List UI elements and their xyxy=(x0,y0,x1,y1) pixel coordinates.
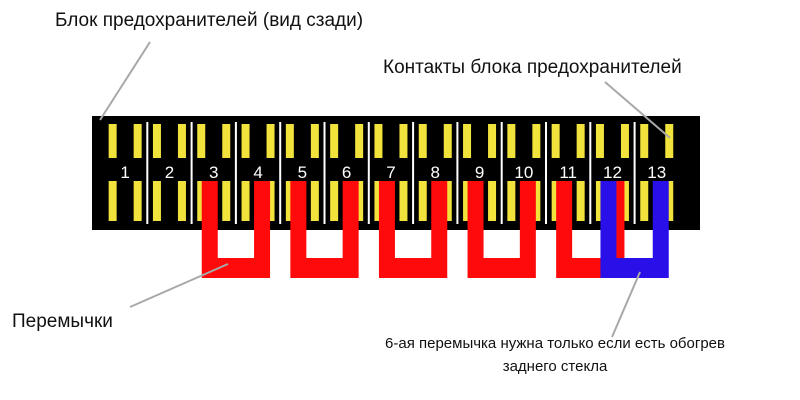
contact-pin-top xyxy=(266,124,275,158)
contact-pin-top xyxy=(330,124,339,158)
contact-pin-top xyxy=(640,124,649,158)
slot-divider xyxy=(412,122,415,224)
contact-pin-top xyxy=(488,124,497,158)
contact-pin-bottom xyxy=(374,181,383,221)
contact-pin-bottom xyxy=(488,181,497,221)
title-leader-line xyxy=(99,41,151,121)
jumpers-label: Перемычки xyxy=(12,311,113,332)
contact-pin-bottom xyxy=(399,181,408,221)
fuse-number-11: 11 xyxy=(559,163,577,182)
slot-divider xyxy=(367,122,370,224)
contact-pin-bottom xyxy=(532,181,541,221)
fuse-number-8: 8 xyxy=(431,163,440,182)
jumper-9-10 xyxy=(467,181,536,278)
contact-pin-bottom xyxy=(133,181,142,221)
fuse-dividers xyxy=(146,122,636,224)
contact-pin-bottom xyxy=(418,181,427,221)
contact-pin-bottom xyxy=(665,181,674,221)
contact-pin-bottom xyxy=(576,181,585,221)
jumpers-group xyxy=(201,181,669,278)
contact-pin-top xyxy=(177,124,186,158)
note-leader-line xyxy=(611,271,641,338)
slot-divider xyxy=(234,122,237,224)
slot-divider xyxy=(456,122,459,224)
fuse-number-1: 1 xyxy=(120,163,129,182)
contact-pin-bottom xyxy=(285,181,294,221)
fuse-contacts xyxy=(108,124,674,221)
contact-pin-top xyxy=(133,124,142,158)
fuse-number-12: 12 xyxy=(603,163,622,182)
contact-pin-top xyxy=(665,124,674,158)
jumper-5-6 xyxy=(290,181,359,278)
fuse-number-9: 9 xyxy=(475,163,484,182)
fuse-number-10: 10 xyxy=(514,163,533,182)
contact-pin-top xyxy=(310,124,319,158)
fuse-number-7: 7 xyxy=(386,163,395,182)
contacts-label: Контакты блока предохранителей xyxy=(383,57,682,78)
contacts-leader-line xyxy=(604,81,671,139)
slot-divider xyxy=(500,122,503,224)
contact-pin-top xyxy=(576,124,585,158)
slot-divider xyxy=(545,122,547,224)
note-line-2: заднего стекла xyxy=(503,358,608,375)
contact-pin-top xyxy=(222,124,231,158)
contact-pin-bottom xyxy=(355,181,364,221)
slot-divider xyxy=(146,122,149,224)
contact-pin-bottom xyxy=(241,181,250,221)
contact-pin-top xyxy=(463,124,472,158)
contact-pin-top xyxy=(374,124,383,158)
contact-pin-bottom xyxy=(310,181,319,221)
contact-pin-bottom xyxy=(222,181,231,221)
slot-divider xyxy=(633,122,636,224)
slot-divider xyxy=(190,122,193,224)
contact-pin-bottom xyxy=(640,181,649,221)
note-line-1: 6-ая перемычка нужна только если есть об… xyxy=(385,335,725,352)
contact-pin-bottom xyxy=(177,181,186,221)
contact-pin-bottom xyxy=(620,181,629,221)
contact-pin-top xyxy=(197,124,206,158)
contact-pin-bottom xyxy=(443,181,452,221)
contact-pin-bottom xyxy=(551,181,560,221)
contact-pin-top xyxy=(507,124,516,158)
contact-pin-bottom xyxy=(330,181,339,221)
contact-pin-top xyxy=(355,124,364,158)
contact-pin-top xyxy=(532,124,541,158)
contact-pin-bottom xyxy=(197,181,206,221)
contact-pin-top xyxy=(241,124,250,158)
jumper-7-8 xyxy=(378,181,448,278)
fuse-number-5: 5 xyxy=(298,163,307,182)
jumper-3-4 xyxy=(201,181,271,278)
contact-pin-top xyxy=(443,124,452,158)
contact-pin-top xyxy=(152,124,161,158)
fuse-number-4: 4 xyxy=(253,163,262,182)
contact-pin-bottom xyxy=(463,181,472,221)
contact-pin-top xyxy=(595,124,604,158)
contact-pin-top xyxy=(399,124,408,158)
slot-divider xyxy=(589,122,592,224)
diagram-title: Блок предохранителей (вид сзади) xyxy=(55,10,363,31)
contact-pin-bottom xyxy=(507,181,516,221)
contact-pin-top xyxy=(418,124,427,158)
slot-divider xyxy=(279,122,282,224)
fuse-number-13: 13 xyxy=(647,163,666,182)
fuse-number-6: 6 xyxy=(342,163,351,182)
slot-divider xyxy=(323,122,326,224)
contact-pin-top xyxy=(108,124,117,158)
fuse-number-3: 3 xyxy=(209,163,218,182)
contact-pin-top xyxy=(551,124,560,158)
contact-pin-top xyxy=(620,124,629,158)
fuse-number-2: 2 xyxy=(165,163,174,182)
contact-pin-bottom xyxy=(152,181,161,221)
contact-pin-bottom xyxy=(595,181,604,221)
jumpers-leader-line xyxy=(129,263,229,308)
contact-pin-top xyxy=(285,124,294,158)
contact-pin-bottom xyxy=(108,181,117,221)
jumper-12-13 xyxy=(600,181,669,278)
contact-pin-bottom xyxy=(266,181,275,221)
